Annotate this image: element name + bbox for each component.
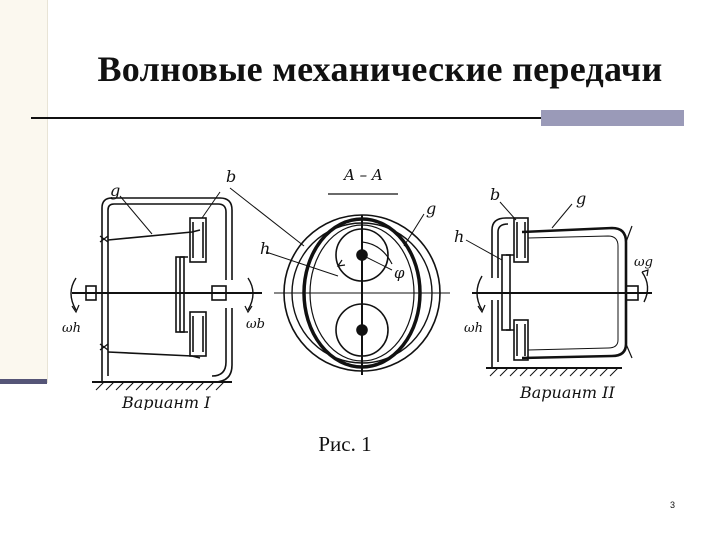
wave-gear-diagram: A – A g b h ωh ωb g φ b g h ωg ωh Вариан… xyxy=(62,166,653,410)
label-omega-h-left: ωh xyxy=(62,321,81,336)
label-g-left: g xyxy=(110,181,120,200)
label-h-left: h xyxy=(260,239,270,258)
variant-2-label: Вариант II xyxy=(519,383,616,402)
label-omega-h-right: ωh xyxy=(464,321,483,336)
page-number: 3 xyxy=(670,500,676,510)
label-omega-b-left: ωb xyxy=(246,317,265,332)
section-a-a-drawing xyxy=(229,187,450,375)
left-decorative-bar xyxy=(0,0,48,383)
label-h-right: h xyxy=(454,227,464,246)
label-omega-g-right: ωg xyxy=(634,255,653,270)
left-bar-accent xyxy=(0,379,47,384)
label-b-right: b xyxy=(490,185,500,204)
variant-1-label: Вариант I xyxy=(121,393,211,410)
title-rule-block xyxy=(541,110,684,126)
label-b-left: b xyxy=(226,167,236,186)
figure-caption: Рис. 1 xyxy=(318,432,372,456)
variant-2-drawing xyxy=(465,201,652,377)
label-a-a: A – A xyxy=(342,166,383,184)
label-g-right: g xyxy=(576,189,586,208)
title-rule-line xyxy=(31,117,541,119)
label-g-center: g xyxy=(426,199,436,218)
variant-1-drawing xyxy=(70,191,262,391)
slide-title: Волновые механические передачи xyxy=(97,49,663,89)
label-phi: φ xyxy=(394,264,405,282)
